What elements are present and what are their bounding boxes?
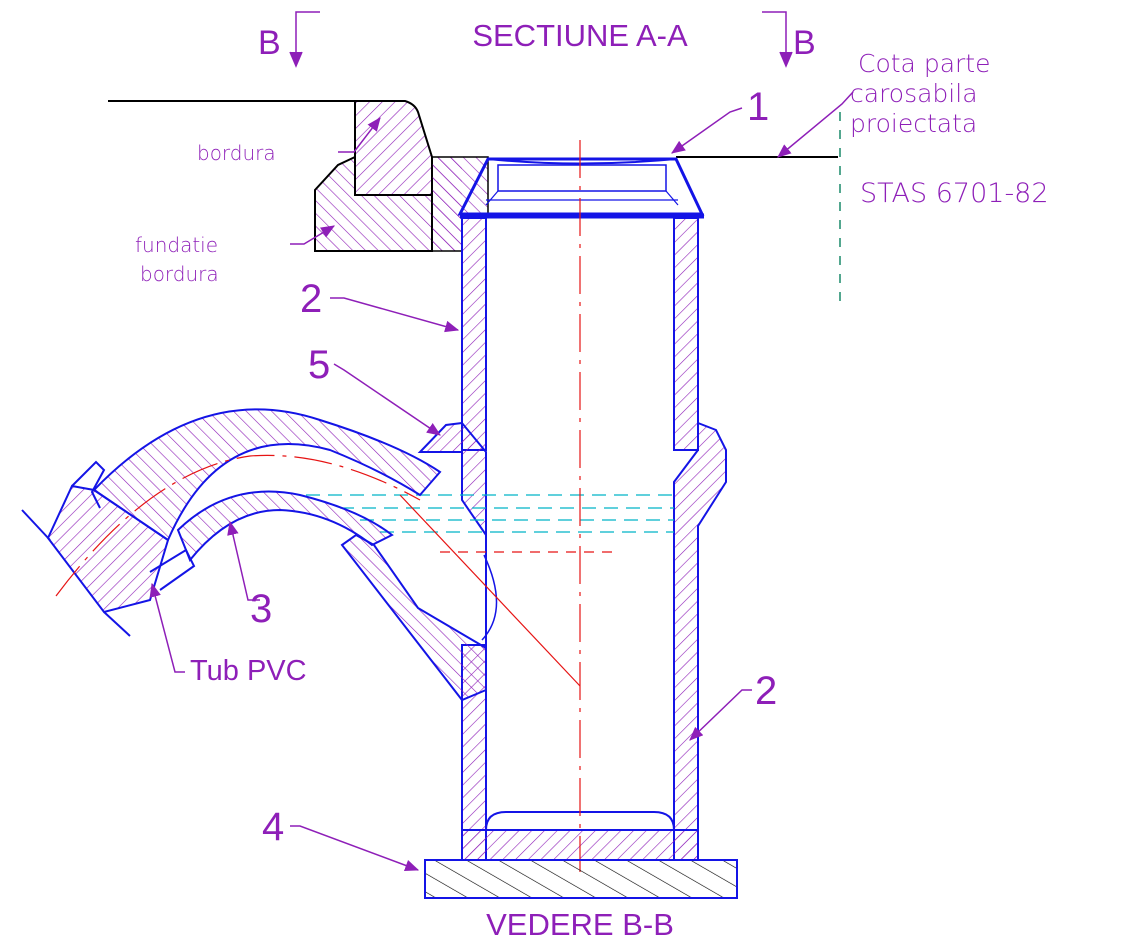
grate-frame	[457, 157, 705, 219]
label-tub-pvc: Tub PVC	[190, 655, 307, 687]
section-arrow-right	[762, 11, 793, 68]
label-stas: STAS 6701-82	[860, 178, 1049, 209]
road-surface	[108, 100, 838, 158]
callout-1: 1	[747, 85, 769, 129]
title: SECTIUNE A-A	[472, 18, 688, 53]
leaders	[149, 91, 854, 871]
upper-shaft-ring	[461, 217, 699, 451]
callout-2-upper: 2	[300, 277, 322, 321]
callout-2-lower: 2	[755, 669, 777, 713]
base-slab	[424, 859, 738, 899]
curb-foundation	[314, 155, 489, 252]
section-arrow-left	[289, 11, 320, 68]
label-fundatie-line1: fundatie	[135, 233, 218, 257]
section-mark-right: B	[793, 24, 816, 62]
callout-3: 3	[250, 587, 272, 631]
curb	[354, 100, 433, 196]
callout-5: 5	[308, 343, 330, 387]
footer-title: VEDERE B-B	[486, 907, 674, 942]
water-level	[306, 494, 674, 533]
label-cota-line3: proiectata	[850, 109, 977, 138]
callout-4: 4	[262, 805, 284, 849]
lower-body	[340, 421, 727, 861]
label-fundatie-line2: bordura	[140, 262, 219, 286]
section-mark-left: B	[258, 24, 281, 62]
label-bordura: bordura	[197, 141, 276, 165]
label-cota-line2: carosabila	[850, 79, 978, 108]
center-lines	[55, 140, 620, 872]
pvc-elbow	[21, 408, 442, 637]
label-cota-line1: Cota parte	[858, 49, 990, 78]
